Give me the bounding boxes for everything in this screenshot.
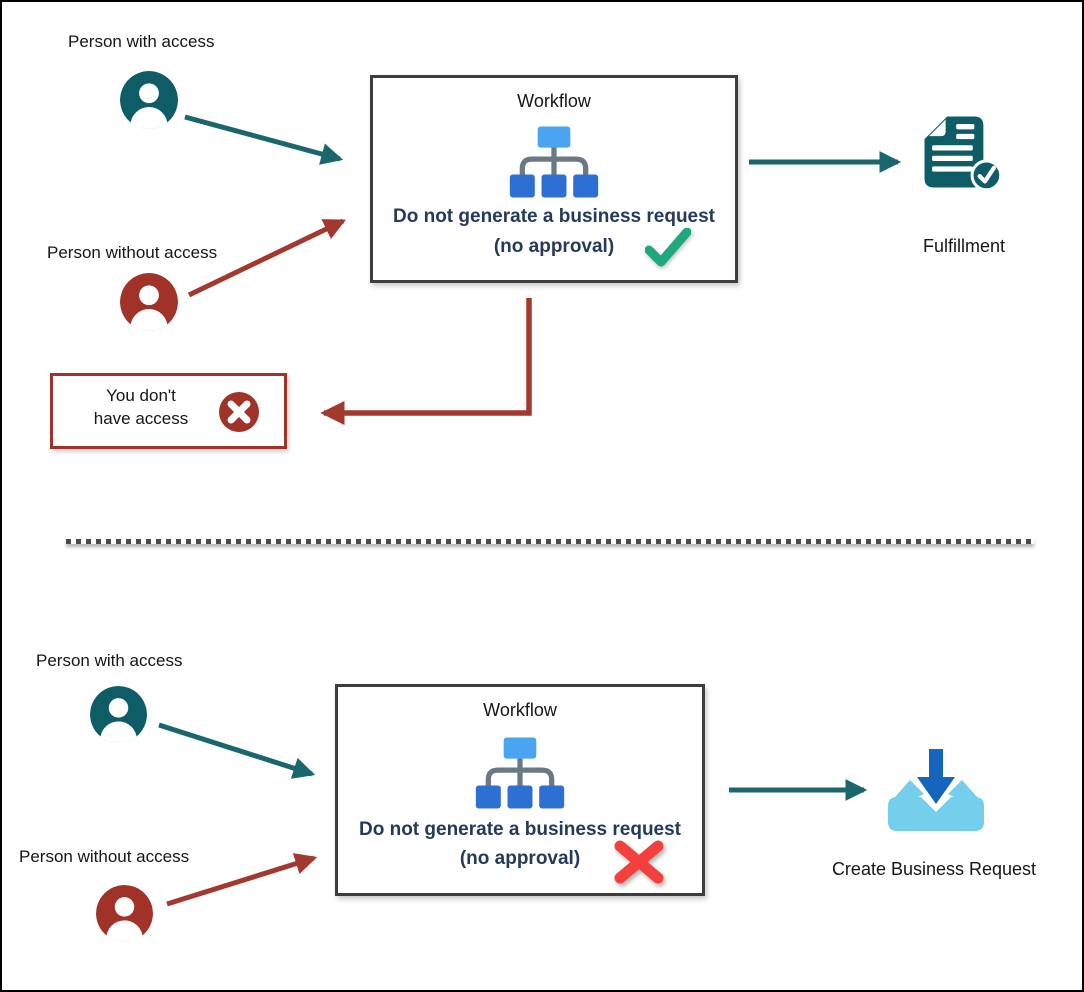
denied-line1: You don't [106,386,176,405]
denied-access-text: You don't have access [61,385,221,431]
red-x-icon [614,840,664,884]
person-without-access-icon-top [120,273,178,331]
person-with-access-label-bottom: Person with access [36,651,183,670]
person-with-access-icon-top [120,71,178,129]
workflow-line1-top: Do not generate a business request [392,206,716,227]
workflow-org-chart-icon-top [509,126,599,198]
person-without-access-label-bottom: Person without access [19,847,190,866]
workflow-box-top: Workflow Do not generate a business requ… [370,75,738,283]
workflow-line1-bottom: Do not generate a business request [358,819,682,840]
green-check-icon [645,228,691,267]
person-with-access-label-top: Person with access [68,32,215,51]
create-business-request-label: Create Business Request [831,859,1037,879]
arrow-with-access-to-workflow-bottom [158,722,316,779]
workflow-title-bottom: Workflow [483,700,557,720]
arrow-workflow-to-denied-box [320,298,532,426]
workflow-line2-top: (no approval) [493,236,615,257]
denied-access-box: You don't have access [50,373,287,449]
workflow-line2-bottom: (no approval) [459,848,581,869]
denied-line2: have access [93,408,189,428]
workflow-org-chart-icon-bottom [475,737,565,809]
person-without-access-label-top: Person without access [47,243,218,262]
fulfillment-label: Fulfillment [922,236,1006,256]
workflow-title-top: Workflow [517,91,591,111]
person-without-access-icon-bottom [96,885,153,942]
create-request-inbox-icon [888,749,984,831]
denied-circle-x-icon [219,392,259,432]
arrow-with-access-to-workflow-top [184,114,344,165]
workflow-box-bottom: Workflow Do not generate a business requ… [335,684,705,896]
person-with-access-icon-bottom [90,686,147,743]
fulfillment-document-icon [924,116,1003,192]
section-divider [66,539,1034,544]
